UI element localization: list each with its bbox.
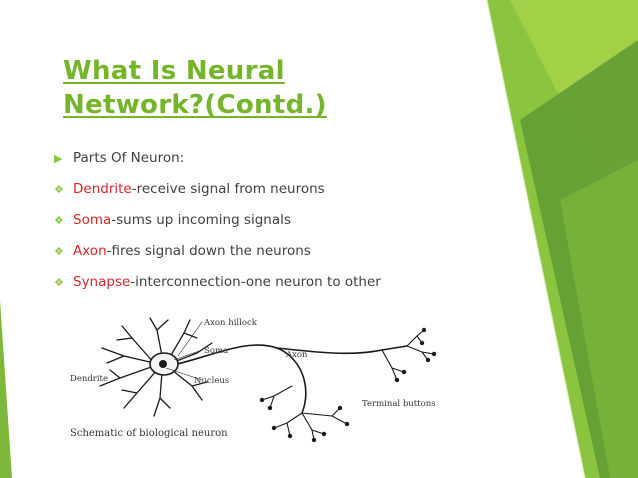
- label-soma: Soma: [204, 346, 228, 356]
- axon: [176, 344, 408, 414]
- label-axon-hillock: Axon hillock: [203, 318, 258, 328]
- facet-mid: [560, 160, 638, 478]
- diamond-bullet-icon: ❖: [54, 245, 64, 258]
- diamond-bullet-icon: ❖: [54, 214, 64, 227]
- label-axon: Axon: [285, 350, 308, 360]
- arrow-bullet-icon: ▶: [54, 152, 63, 165]
- slide-title: What Is Neural Network?(Contd.): [63, 54, 327, 122]
- slide-title-line-2: Network?(Contd.): [63, 90, 327, 120]
- dendrites: [99, 317, 213, 417]
- bullet-list: ▶ Parts Of Neuron: ❖ Dendrite-receive si…: [54, 150, 381, 305]
- bullet-item: ❖ Axon-fires signal down the neurons: [54, 243, 381, 274]
- bullet-keyword: Axon: [73, 243, 107, 259]
- slide-title-line-1: What Is Neural: [63, 56, 285, 86]
- bullet-item: ❖ Synapse-interconnection-one neuron to …: [54, 274, 381, 305]
- facet-edge: [486, 0, 586, 478]
- bullet-keyword: Dendrite: [73, 181, 132, 197]
- bullet-item: ❖ Soma-sums up incoming signals: [54, 212, 381, 243]
- bullet-text: Parts Of Neuron:: [73, 150, 185, 166]
- neuron-diagram: Axon hillock Soma Axon Dendrite Nucleus …: [70, 317, 437, 443]
- nucleus: [159, 360, 167, 368]
- left-facet: [0, 300, 12, 478]
- label-terminal-buttons: Terminal buttons: [362, 399, 436, 409]
- bullet-text: -receive signal from neurons: [131, 181, 325, 197]
- label-pointers: [165, 321, 203, 381]
- bullet-keyword: Soma: [73, 212, 112, 228]
- label-nucleus: Nucleus: [194, 376, 229, 386]
- bullet-text: -fires signal down the neurons: [106, 243, 311, 259]
- figure-caption: Schematic of biological neuron: [70, 428, 228, 439]
- diamond-bullet-icon: ❖: [54, 276, 64, 289]
- diamond-bullet-icon: ❖: [54, 183, 64, 196]
- bullet-keyword: Synapse: [73, 274, 131, 290]
- terminal-buttons: [259, 327, 437, 443]
- label-dendrite: Dendrite: [70, 374, 108, 384]
- bullet-text: -interconnection-one neuron to other: [130, 274, 381, 290]
- bullet-text: -sums up incoming signals: [111, 212, 291, 228]
- bullet-item: ❖ Dendrite-receive signal from neurons: [54, 181, 381, 212]
- bullet-item: ▶ Parts Of Neuron:: [54, 150, 381, 181]
